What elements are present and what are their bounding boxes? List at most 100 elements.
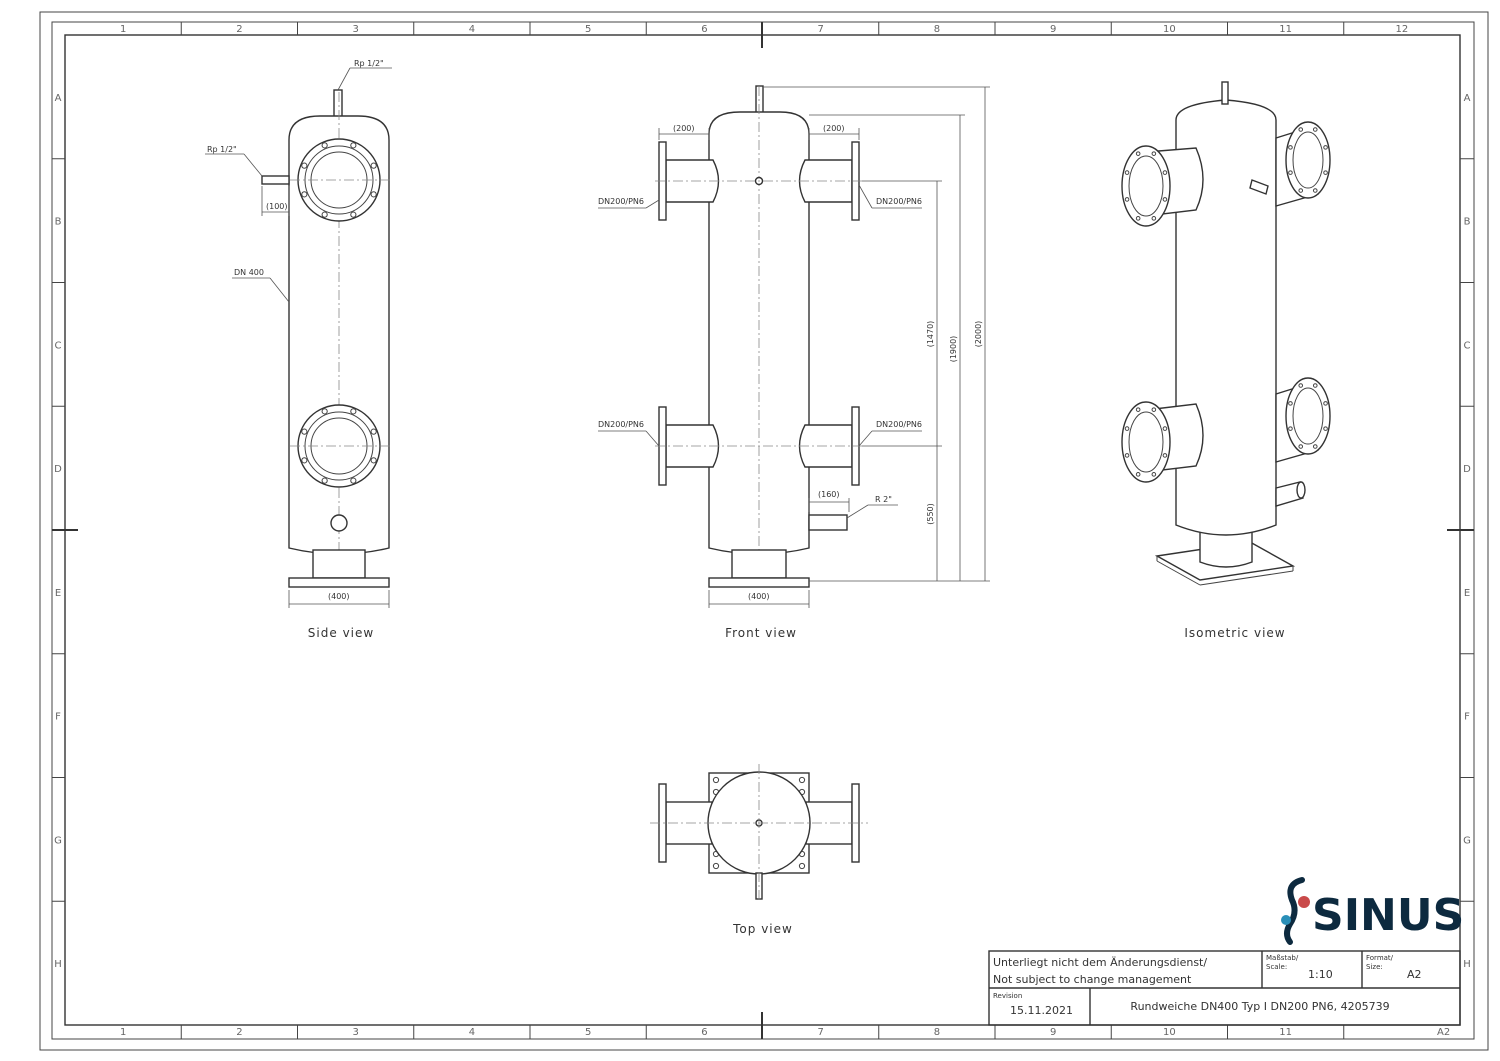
zone-row-right-label: A [1464,93,1471,104]
zone-col-top-label: 12 [1396,24,1409,35]
zone-row-right-label: C [1464,340,1471,351]
bolt-hole [1298,127,1304,132]
bolt-hole [1312,444,1318,449]
bolt-hole [1162,170,1168,175]
label-front-base-width: (400) [748,592,770,601]
bolt-hole [1135,216,1141,221]
bolt-hole [1288,401,1293,406]
bolt-hole [798,776,806,784]
zone-row-right-label: H [1463,959,1471,970]
zone-row-left-label: F [55,712,61,723]
logo-text: SINUS [1312,890,1464,941]
bolt-hole [321,477,328,484]
bolt-hole [321,142,328,149]
zone-col-top-label: 11 [1279,24,1292,35]
bolt-hole [370,457,377,464]
bolt-hole [1162,453,1168,458]
sinus-logo: SINUS [1281,877,1464,945]
label-front-offset-right: (200) [823,124,845,133]
zone-col-bottom-label: 9 [1050,1027,1056,1038]
side-view: Rp 1/2" Rp 1/2" (100) DN 400 [205,59,392,640]
view-title-top: Top view [732,922,793,936]
label-flange-upper-right: DN200/PN6 [876,197,922,206]
bolt-hole [1323,145,1328,150]
zone-col-bottom-label: 10 [1163,1027,1176,1038]
bolt-hole [1312,127,1318,132]
label-height-1470: (1470) [926,321,935,348]
zone-row-right-label: E [1464,588,1470,599]
bolt-hole [301,457,308,464]
label-front-offset-left: (200) [673,124,695,133]
zone-row-left-label: E [55,588,61,599]
bolt-hole [370,162,377,169]
label-drain-thread: R 2" [875,495,892,504]
bolt-hole [712,776,720,784]
zone-row-left-label: H [54,959,62,970]
bolt-hole [321,408,328,415]
bolt-hole [1162,426,1168,431]
bolt-hole [1124,426,1130,431]
zone-col-top-label: 6 [701,24,707,35]
tb-revision-date: 15.11.2021 [1010,1004,1073,1017]
tb-format-label-de: Format/ [1366,954,1394,962]
label-dn400: DN 400 [234,268,264,277]
label-drain-offset: (160) [818,490,840,499]
zone-row-left-label: C [55,340,62,351]
zone-col-top-label: 9 [1050,24,1056,35]
bolt-hole [798,862,806,870]
bolt-hole [1135,472,1141,477]
bolt-hole [1124,197,1130,202]
zone-col-top-label: 5 [585,24,591,35]
tb-scale-label-de: Maßstab/ [1266,954,1299,962]
bolt-hole [1151,151,1157,156]
tb-scale-label-en: Scale: [1266,963,1287,971]
tb-description: Rundweiche DN400 Typ I DN200 PN6, 420573… [1130,1000,1389,1013]
bolt-hole [350,142,357,149]
zone-col-top-label: 4 [469,24,475,35]
zone-col-top-label: 3 [352,24,358,35]
zone-col-top-label: 10 [1163,24,1176,35]
bolt-hole [1151,472,1157,477]
isometric-view: Isometric view [1121,81,1331,640]
bolt-hole [370,191,377,198]
zone-col-bottom-label: 11 [1279,1027,1292,1038]
zone-col-bottom-label: 8 [934,1027,940,1038]
bolt-hole [1135,151,1141,156]
bolt-hole [1151,216,1157,221]
corner-size: A2 [1437,1027,1450,1038]
tb-revision-label: Revision [993,992,1022,1000]
bolt-hole [1323,170,1328,175]
tb-format-value: A2 [1407,968,1422,981]
tb-note-en: Not subject to change management [993,973,1192,986]
bolt-hole [1288,426,1293,431]
zone-row-left-label: A [55,93,62,104]
bolt-hole [301,191,308,198]
zone-row-right-label: B [1464,217,1471,228]
tb-scale-value: 1:10 [1308,968,1333,981]
zone-col-top-label: 1 [120,24,126,35]
zone-row-left-label: B [55,217,62,228]
tb-format-label-en: Size: [1366,963,1383,971]
bolt-hole [1162,197,1168,202]
zone-col-bottom-label: 7 [817,1027,823,1038]
drawing-frame [39,11,1489,1051]
view-title-front: Front view [725,626,797,640]
bolt-hole [1288,170,1293,175]
zone-row-right-label: D [1463,464,1471,475]
bolt-hole [1124,453,1130,458]
top-view: Top view [650,764,868,936]
view-title-side: Side view [308,626,374,640]
zone-row-right-label: G [1463,835,1471,846]
label-height-2000: (2000) [974,321,983,348]
bolt-hole [370,428,377,435]
bolt-hole [1135,407,1141,412]
title-block: Unterliegt nicht dem Änderungsdienst/ No… [988,950,1461,1038]
bolt-hole [1298,444,1304,449]
view-title-isometric: Isometric view [1184,626,1285,640]
bolt-hole [1298,383,1304,388]
label-flange-lower-right: DN200/PN6 [876,420,922,429]
bolt-hole [712,862,720,870]
bolt-hole [1323,401,1328,406]
bolt-hole [1323,426,1328,431]
